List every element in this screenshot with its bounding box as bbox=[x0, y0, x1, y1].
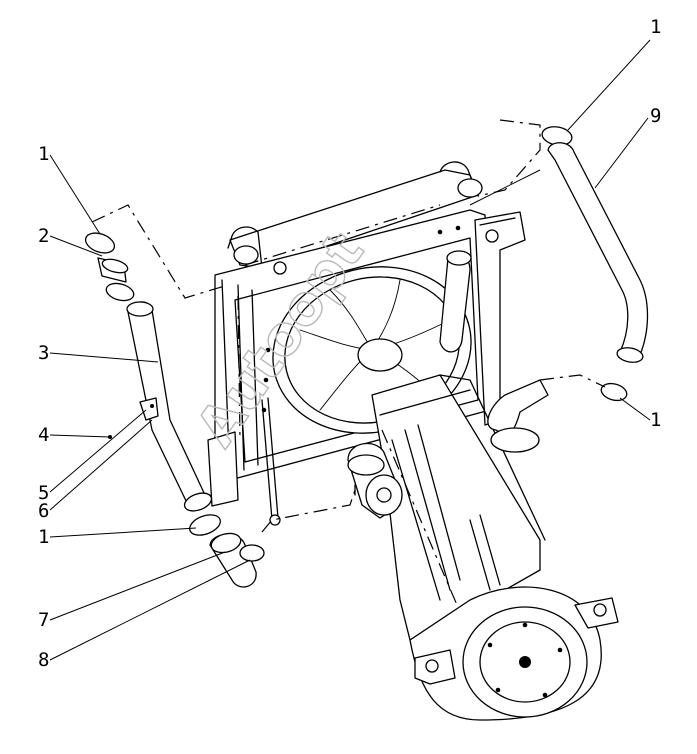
callout-labels: 1 9 1 2 3 4 5 6 1 7 8 1 bbox=[38, 16, 661, 671]
clamp-1-lower-right bbox=[600, 382, 628, 402]
clamp-8 bbox=[239, 544, 265, 562]
callout-1-lower-right: 1 bbox=[650, 409, 661, 431]
callout-7: 7 bbox=[38, 609, 49, 631]
left-hose-set bbox=[84, 232, 265, 588]
callout-8: 8 bbox=[38, 649, 49, 671]
clamp-1-lower-left bbox=[189, 514, 221, 536]
callout-4: 4 bbox=[38, 424, 49, 446]
callout-2: 2 bbox=[38, 225, 49, 247]
hose-3 bbox=[127, 301, 206, 506]
right-hose-set bbox=[541, 126, 649, 402]
clamp-1-upper-left bbox=[84, 232, 116, 254]
callout-1-upper-left: 1 bbox=[38, 143, 49, 165]
callout-6: 6 bbox=[38, 500, 49, 522]
callout-9: 9 bbox=[650, 105, 661, 127]
callout-5: 5 bbox=[38, 482, 49, 504]
callout-1-top-right: 1 bbox=[650, 16, 661, 38]
leader-lines bbox=[49, 39, 651, 661]
callout-3: 3 bbox=[38, 342, 49, 364]
callout-1-lower-left: 1 bbox=[38, 526, 49, 548]
bracket-5 bbox=[139, 397, 159, 421]
engine-assembly bbox=[347, 374, 619, 721]
hose-9 bbox=[547, 142, 649, 356]
